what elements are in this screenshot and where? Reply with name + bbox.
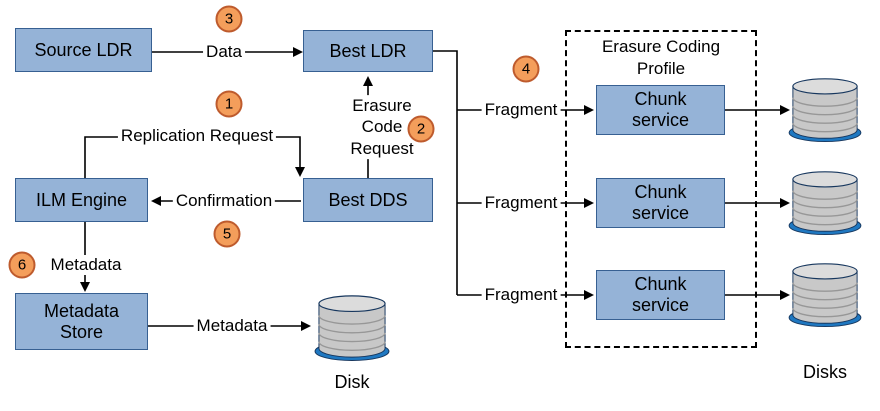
node-label: Source LDR <box>34 39 133 60</box>
node-source-ldr: Source LDR <box>15 28 152 72</box>
disk-cylinder <box>788 263 862 328</box>
node-chunk-service-2: Chunk service <box>596 178 725 228</box>
disk-cylinder <box>788 171 862 236</box>
disk-icon-1 <box>787 75 863 143</box>
edge-label-fragment-3: Fragment <box>481 285 561 305</box>
erasure-coding-profile-title: Erasure Coding Profile <box>570 36 752 80</box>
step-badge-3: 3 <box>215 5 243 33</box>
node-label: Best LDR <box>329 40 407 61</box>
node-chunk-service-3: Chunk service <box>596 270 725 320</box>
node-metadata-store: Metadata Store <box>15 293 148 350</box>
disk-cylinder <box>314 295 390 362</box>
erasure-coding-profile-title-text: Erasure Coding Profile <box>601 37 721 79</box>
disk-icon-metadata <box>312 292 392 362</box>
node-label: Chunk service <box>631 89 689 130</box>
step-badge-2: 2 <box>407 115 435 143</box>
step-badge-1: 1 <box>215 90 243 118</box>
step-badge-6: 6 <box>8 251 36 279</box>
disk-icon-2 <box>787 168 863 236</box>
edge-label-data: Data <box>203 42 245 62</box>
edge-label-fragment-2: Fragment <box>481 193 561 213</box>
disk-cylinder <box>788 78 862 143</box>
edge-label-fragment-1: Fragment <box>481 100 561 120</box>
edge-label-confirmation: Confirmation <box>172 191 276 211</box>
node-ilm-engine: ILM Engine <box>15 178 148 222</box>
node-best-dds: Best DDS <box>303 178 433 222</box>
caption-disks: Disks <box>803 362 847 382</box>
node-best-ldr: Best LDR <box>303 30 433 72</box>
erasure-coding-profile-group <box>565 30 757 348</box>
node-label: Metadata Store <box>43 300 120 342</box>
edge-label-metadata-store: Metadata <box>193 316 271 336</box>
disk-icon-3 <box>787 260 863 328</box>
step-badge-5: 5 <box>213 220 241 248</box>
node-label: Best DDS <box>328 189 408 210</box>
node-label: ILM Engine <box>35 189 128 210</box>
node-label: Chunk service <box>631 274 689 315</box>
node-chunk-service-1: Chunk service <box>596 85 725 135</box>
node-label: Chunk service <box>631 182 689 223</box>
edge-label-replication-request: Replication Request <box>117 126 277 146</box>
caption-disk: Disk <box>334 372 370 392</box>
step-badge-4: 4 <box>512 55 540 83</box>
edge-label-metadata-ilm: Metadata <box>47 255 125 275</box>
